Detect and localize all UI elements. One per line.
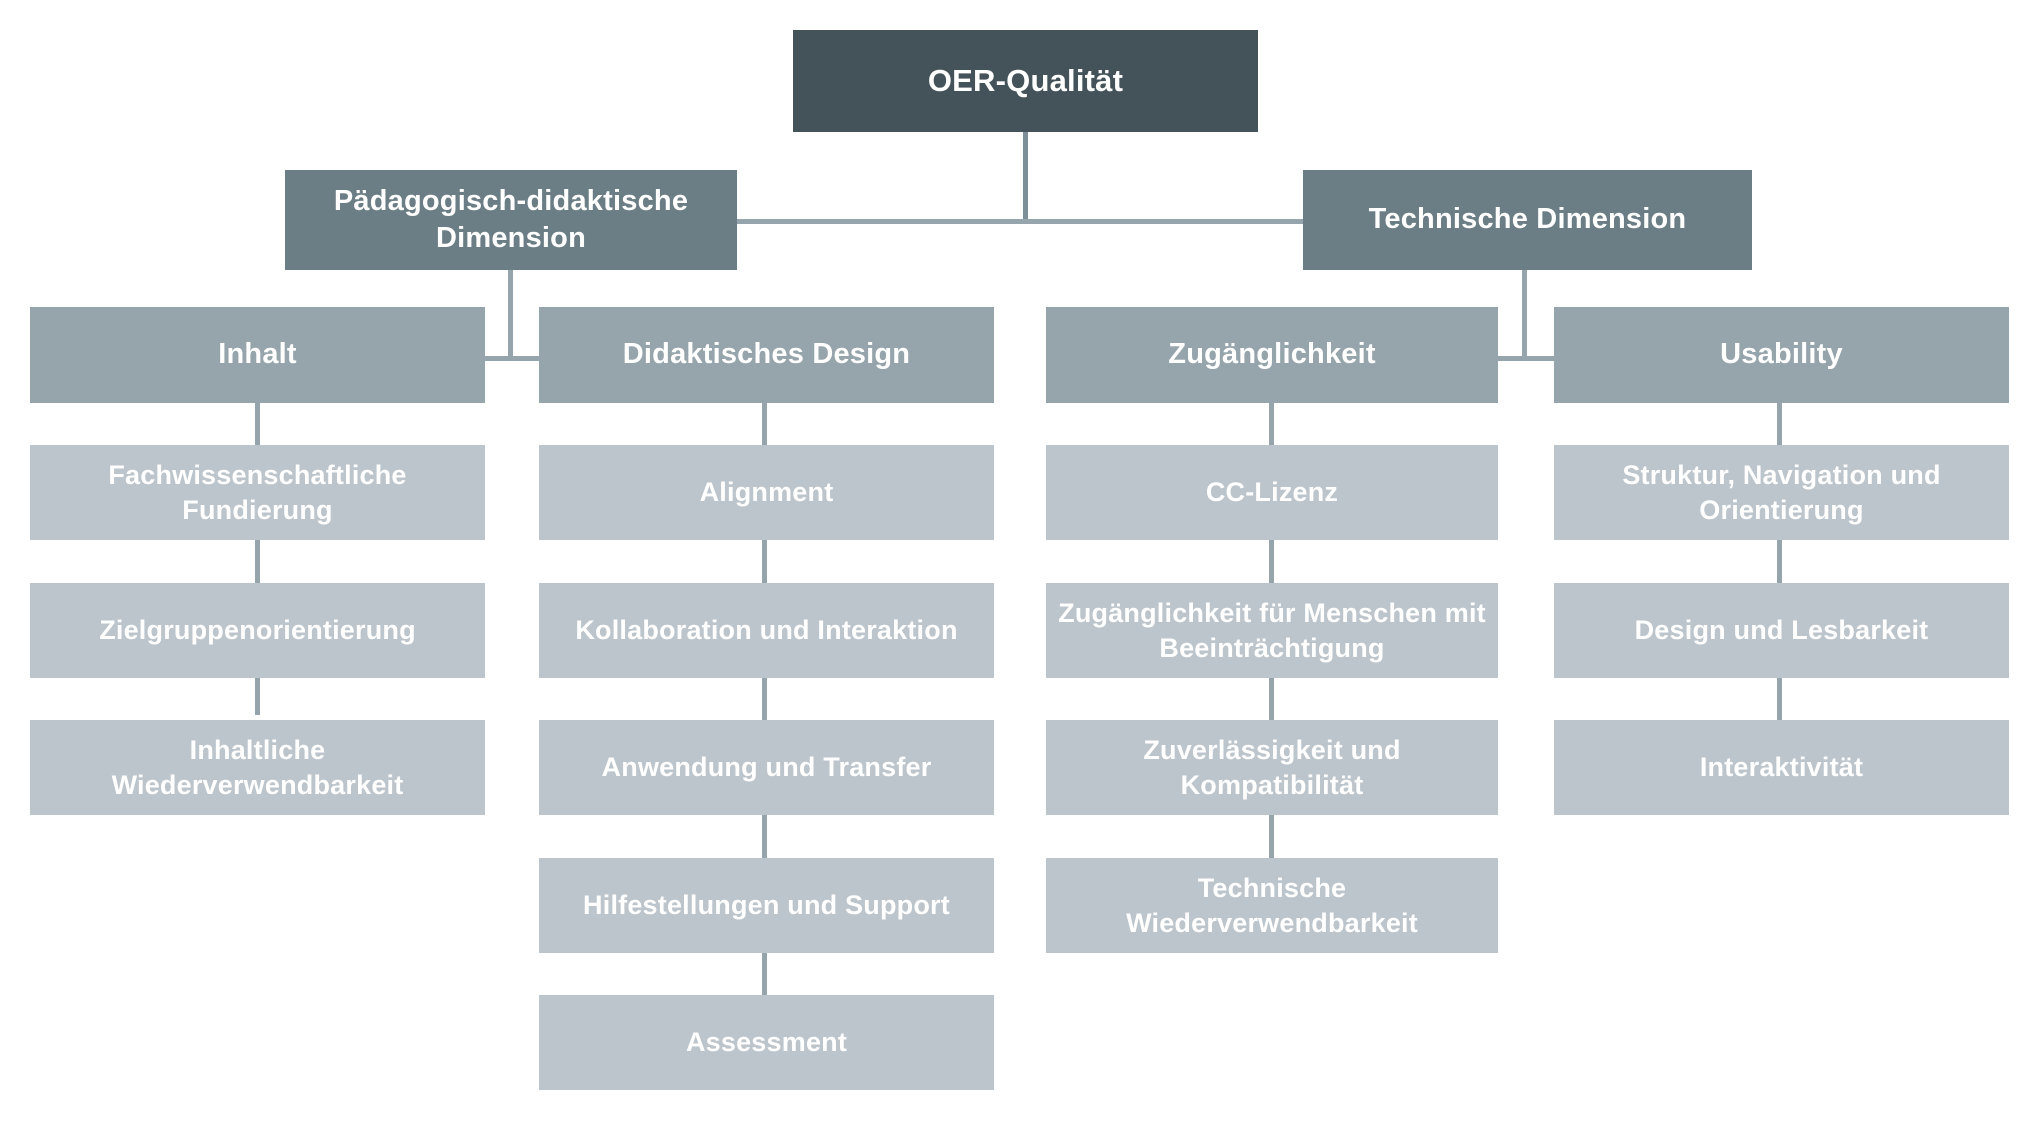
node-didaktisches-design[interactable]: Didaktisches Design xyxy=(539,307,994,403)
node-oer-qualitaet[interactable]: OER-Qualität xyxy=(793,30,1258,132)
node-cc-lizenz[interactable]: CC-Lizenz xyxy=(1046,445,1498,540)
connector-column-didaktisches-design-3 xyxy=(762,675,767,720)
connector-column-didaktisches-design-4 xyxy=(762,815,767,860)
connector-column-didaktisches-design-2 xyxy=(762,540,767,585)
node-paedagogisch-didaktische-dimension[interactable]: Pädagogisch-didaktische Dimension xyxy=(285,170,737,270)
connector-technical-bus xyxy=(1497,356,1554,361)
node-fachwissenschaftliche-fundierung[interactable]: Fachwissenschaftliche Fundierung xyxy=(30,445,485,540)
node-zielgruppenorientierung[interactable]: Zielgruppenorientierung xyxy=(30,583,485,678)
connector-pedagogic-stem xyxy=(508,270,513,361)
node-kollaboration-und-interaktion[interactable]: Kollaboration und Interaktion xyxy=(539,583,994,678)
node-zugaenglichkeit[interactable]: Zugänglichkeit xyxy=(1046,307,1498,403)
node-assessment[interactable]: Assessment xyxy=(539,995,994,1090)
node-technische-dimension[interactable]: Technische Dimension xyxy=(1303,170,1752,270)
connector-column-usability-2 xyxy=(1777,540,1782,585)
connector-column-zugaenglichkeit-2 xyxy=(1269,540,1274,585)
connector-column-usability xyxy=(1777,403,1782,448)
node-hilfestellungen-und-support[interactable]: Hilfestellungen und Support xyxy=(539,858,994,953)
node-usability[interactable]: Usability xyxy=(1554,307,2009,403)
node-design-und-lesbarkeit[interactable]: Design und Lesbarkeit xyxy=(1554,583,2009,678)
connector-column-zugaenglichkeit-3 xyxy=(1269,675,1274,720)
connector-root-stem xyxy=(1023,132,1028,222)
connector-column-usability-3 xyxy=(1777,675,1782,720)
connector-column-zugaenglichkeit-4 xyxy=(1269,815,1274,860)
node-zugaenglichkeit-fuer-menschen-mit-beeintraechtigung[interactable]: Zugänglichkeit für Menschen mit Beeinträ… xyxy=(1046,583,1498,678)
connector-pedagogic-bus xyxy=(485,356,539,361)
node-anwendung-und-transfer[interactable]: Anwendung und Transfer xyxy=(539,720,994,815)
node-struktur-navigation-und-orientierung[interactable]: Struktur, Navigation und Orientierung xyxy=(1554,445,2009,540)
node-inhalt[interactable]: Inhalt xyxy=(30,307,485,403)
node-inhaltliche-wiederverwendbarkeit[interactable]: Inhaltliche Wiederverwendbarkeit xyxy=(30,720,485,815)
connector-technical-stem xyxy=(1522,270,1527,361)
node-zuverlaessigkeit-und-kompatibilitaet[interactable]: Zuverlässigkeit und Kompatibilität xyxy=(1046,720,1498,815)
connector-column-zugaenglichkeit xyxy=(1269,403,1274,448)
node-technische-wiederverwendbarkeit[interactable]: Technische Wiederverwendbarkeit xyxy=(1046,858,1498,953)
connector-column-didaktisches-design xyxy=(762,403,767,448)
node-alignment[interactable]: Alignment xyxy=(539,445,994,540)
connector-column-didaktisches-design-5 xyxy=(762,952,767,997)
connector-dimension-bus xyxy=(737,219,1303,224)
node-interaktivitaet[interactable]: Interaktivität xyxy=(1554,720,2009,815)
